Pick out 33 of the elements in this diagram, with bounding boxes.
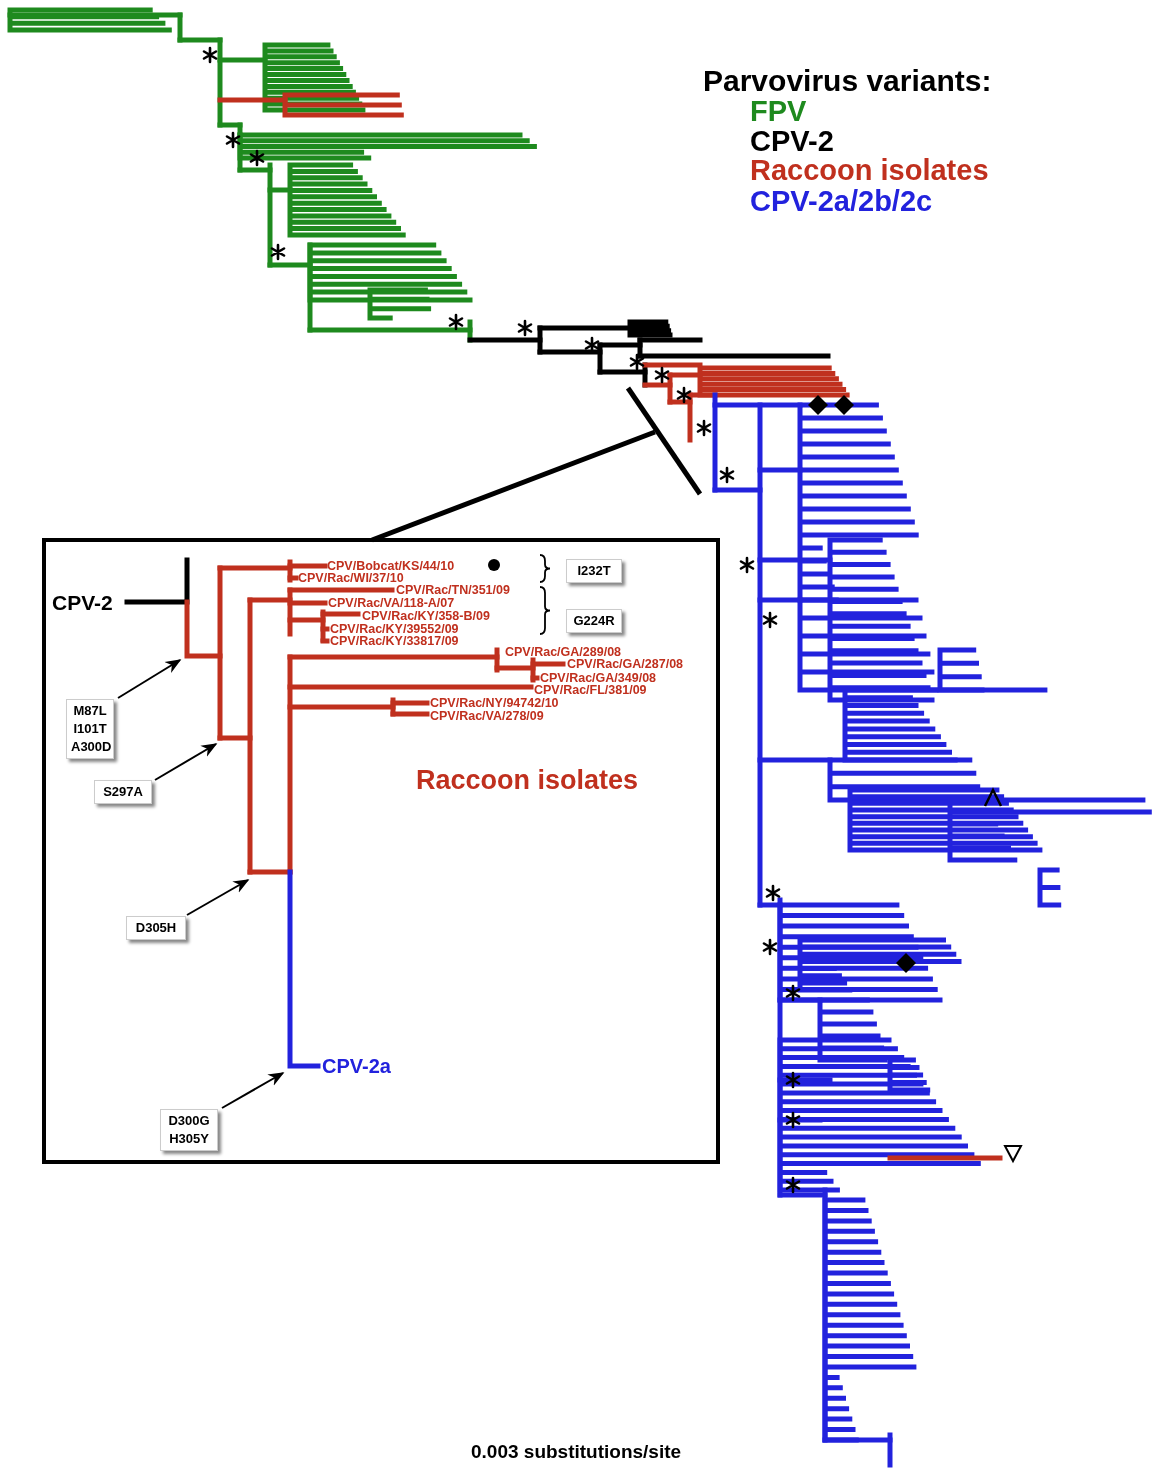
- taxon-label: CPV/Rac/TN/351/09: [396, 584, 510, 597]
- taxon-label: CPV/Rac/KY/39552/09: [330, 623, 459, 636]
- taxon-label: CPV/Rac/GA/349/08: [540, 672, 657, 685]
- legend-entry: Raccoon isolates: [750, 156, 989, 185]
- mutation-label: I232T: [566, 559, 622, 583]
- legend-entry: CPV-2a/2b/2c: [750, 187, 933, 216]
- leader-arrow: [221, 1072, 285, 1109]
- taxon-label: CPV/Bobcat/KS/44/10: [327, 560, 455, 573]
- taxon-label: CPV/Rac/GA/287/08: [567, 658, 684, 671]
- mutation-label: M87L I101T A300D: [66, 699, 114, 759]
- legend-entry: CPV-2: [750, 127, 834, 156]
- legend-entry: FPV: [750, 97, 807, 126]
- leader-arrow: [186, 879, 250, 916]
- mutation-label: G224R: [566, 609, 622, 633]
- legend-title: Parvovirus variants:: [703, 66, 992, 96]
- mutation-label: S297A: [94, 780, 152, 804]
- clade-label: CPV-2a: [322, 1056, 391, 1076]
- leader-arrow: [117, 659, 182, 699]
- taxon-label: CPV/Rac/FL/381/09: [534, 684, 647, 697]
- taxon-label: CPV/Rac/WI/37/10: [298, 572, 404, 585]
- taxon-label: CPV/Rac/GA/289/08: [505, 646, 622, 659]
- inset-title: Raccoon isolates: [416, 767, 639, 794]
- taxon-label: CPV/Rac/KY/358-B/09: [362, 610, 490, 623]
- taxon-label: CPV/Rac/VA/118-A/07: [328, 597, 455, 610]
- taxon-label: CPV/Rac/VA/278/09: [430, 710, 544, 723]
- scale-label: 0.003 substitutions/site: [471, 1442, 682, 1461]
- leader-arrow: [154, 743, 218, 781]
- clade-label: CPV-2: [52, 592, 113, 613]
- taxon-label: CPV/Rac/KY/33817/09: [330, 635, 459, 648]
- mutation-label: D300G H305Y: [160, 1109, 218, 1151]
- inset-frame: [42, 538, 720, 1164]
- taxon-label: CPV/Rac/NY/94742/10: [430, 697, 559, 710]
- mutation-label: D305H: [126, 916, 186, 940]
